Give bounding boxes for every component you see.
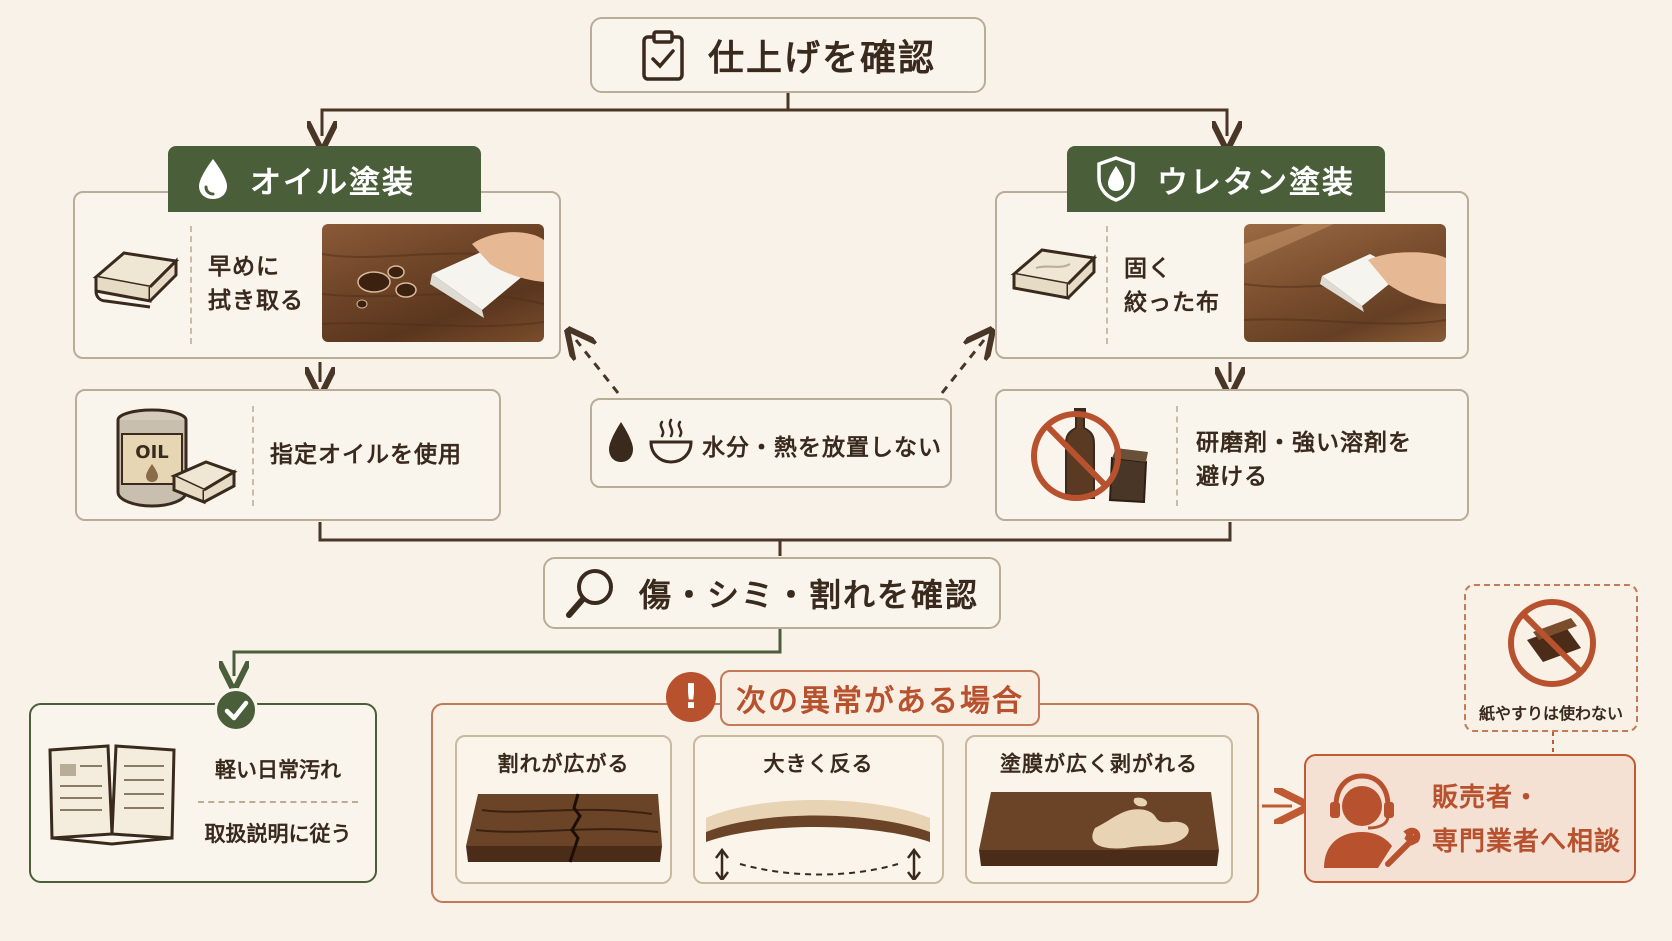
exclamation-icon: ! <box>666 672 716 722</box>
wrung-cloth-icon <box>1010 248 1098 300</box>
wiping-oil-photo-illustration <box>322 232 544 328</box>
crack-label: 割れが広がる <box>497 752 630 776</box>
open-book-icon <box>48 744 176 846</box>
peeling-board-icon <box>979 792 1219 866</box>
cracked-board-icon <box>466 793 662 863</box>
caution-label: 水分・熱を放置しない <box>702 435 942 461</box>
checkmark-icon <box>224 700 249 721</box>
urethane-wipe-photo <box>1244 224 1446 342</box>
divider <box>1176 406 1178 506</box>
check-badge <box>214 688 258 732</box>
avoid-abrasives-label: 研磨剤・強い溶剤を 避ける <box>1196 430 1412 490</box>
warp-label: 大きく反る <box>763 752 874 776</box>
divider <box>190 226 192 344</box>
oil-spill-photo <box>322 224 544 342</box>
shield-icon <box>1097 156 1135 202</box>
wipe-early-label: 早めに 拭き取る <box>208 254 304 314</box>
oil-can-icon: OIL <box>116 408 238 508</box>
abnormal-title: 次の異常がある場合 <box>736 684 1024 719</box>
no-sandpaper-label: 紙やすりは使わない <box>1478 704 1623 723</box>
follow-manual-label: 取扱説明に従う <box>204 822 352 846</box>
magnifier-icon <box>565 569 613 618</box>
divider <box>252 406 254 506</box>
no-sandpaper-icon <box>1508 599 1596 687</box>
wiping-urethane-photo-illustration <box>1244 224 1446 325</box>
oil-header-label: オイル塗装 <box>250 164 415 201</box>
oil-header: オイル塗装 <box>168 146 481 212</box>
urethane-header: ウレタン塗装 <box>1067 146 1385 212</box>
finish-check-title-box: 仕上げを確認 <box>590 17 986 93</box>
can-label: OIL <box>135 442 168 463</box>
urethane-header-label: ウレタン塗装 <box>1157 164 1355 201</box>
divider <box>198 801 358 803</box>
support-agent-icon <box>1324 773 1421 868</box>
inspect-title-box: 傷・シミ・割れを確認 <box>543 557 1001 629</box>
folded-towel-icon <box>92 251 180 309</box>
clipboard-check-icon <box>642 30 684 81</box>
oil-drop-icon <box>199 159 227 199</box>
light-dirt-label: 軽い日常汚れ <box>215 758 341 782</box>
finish-check-title: 仕上げを確認 <box>707 38 936 79</box>
divider <box>1106 226 1108 344</box>
hot-bowl-icon <box>649 418 693 464</box>
warped-board-icon <box>706 800 930 880</box>
abnormal-title-box: 次の異常がある場合 <box>720 670 1040 726</box>
no-abrasives-icon <box>1031 408 1148 504</box>
peeling-label: 塗膜が広く剥がれる <box>1000 752 1198 776</box>
consult-label: 販売者・ 専門業者へ相談 <box>1432 783 1622 857</box>
use-specified-oil-label: 指定オイルを使用 <box>270 442 462 468</box>
inspect-title: 傷・シミ・割れを確認 <box>638 576 979 614</box>
water-drop-icon <box>609 422 633 462</box>
wrung-cloth-label: 固く 絞った布 <box>1124 256 1220 316</box>
